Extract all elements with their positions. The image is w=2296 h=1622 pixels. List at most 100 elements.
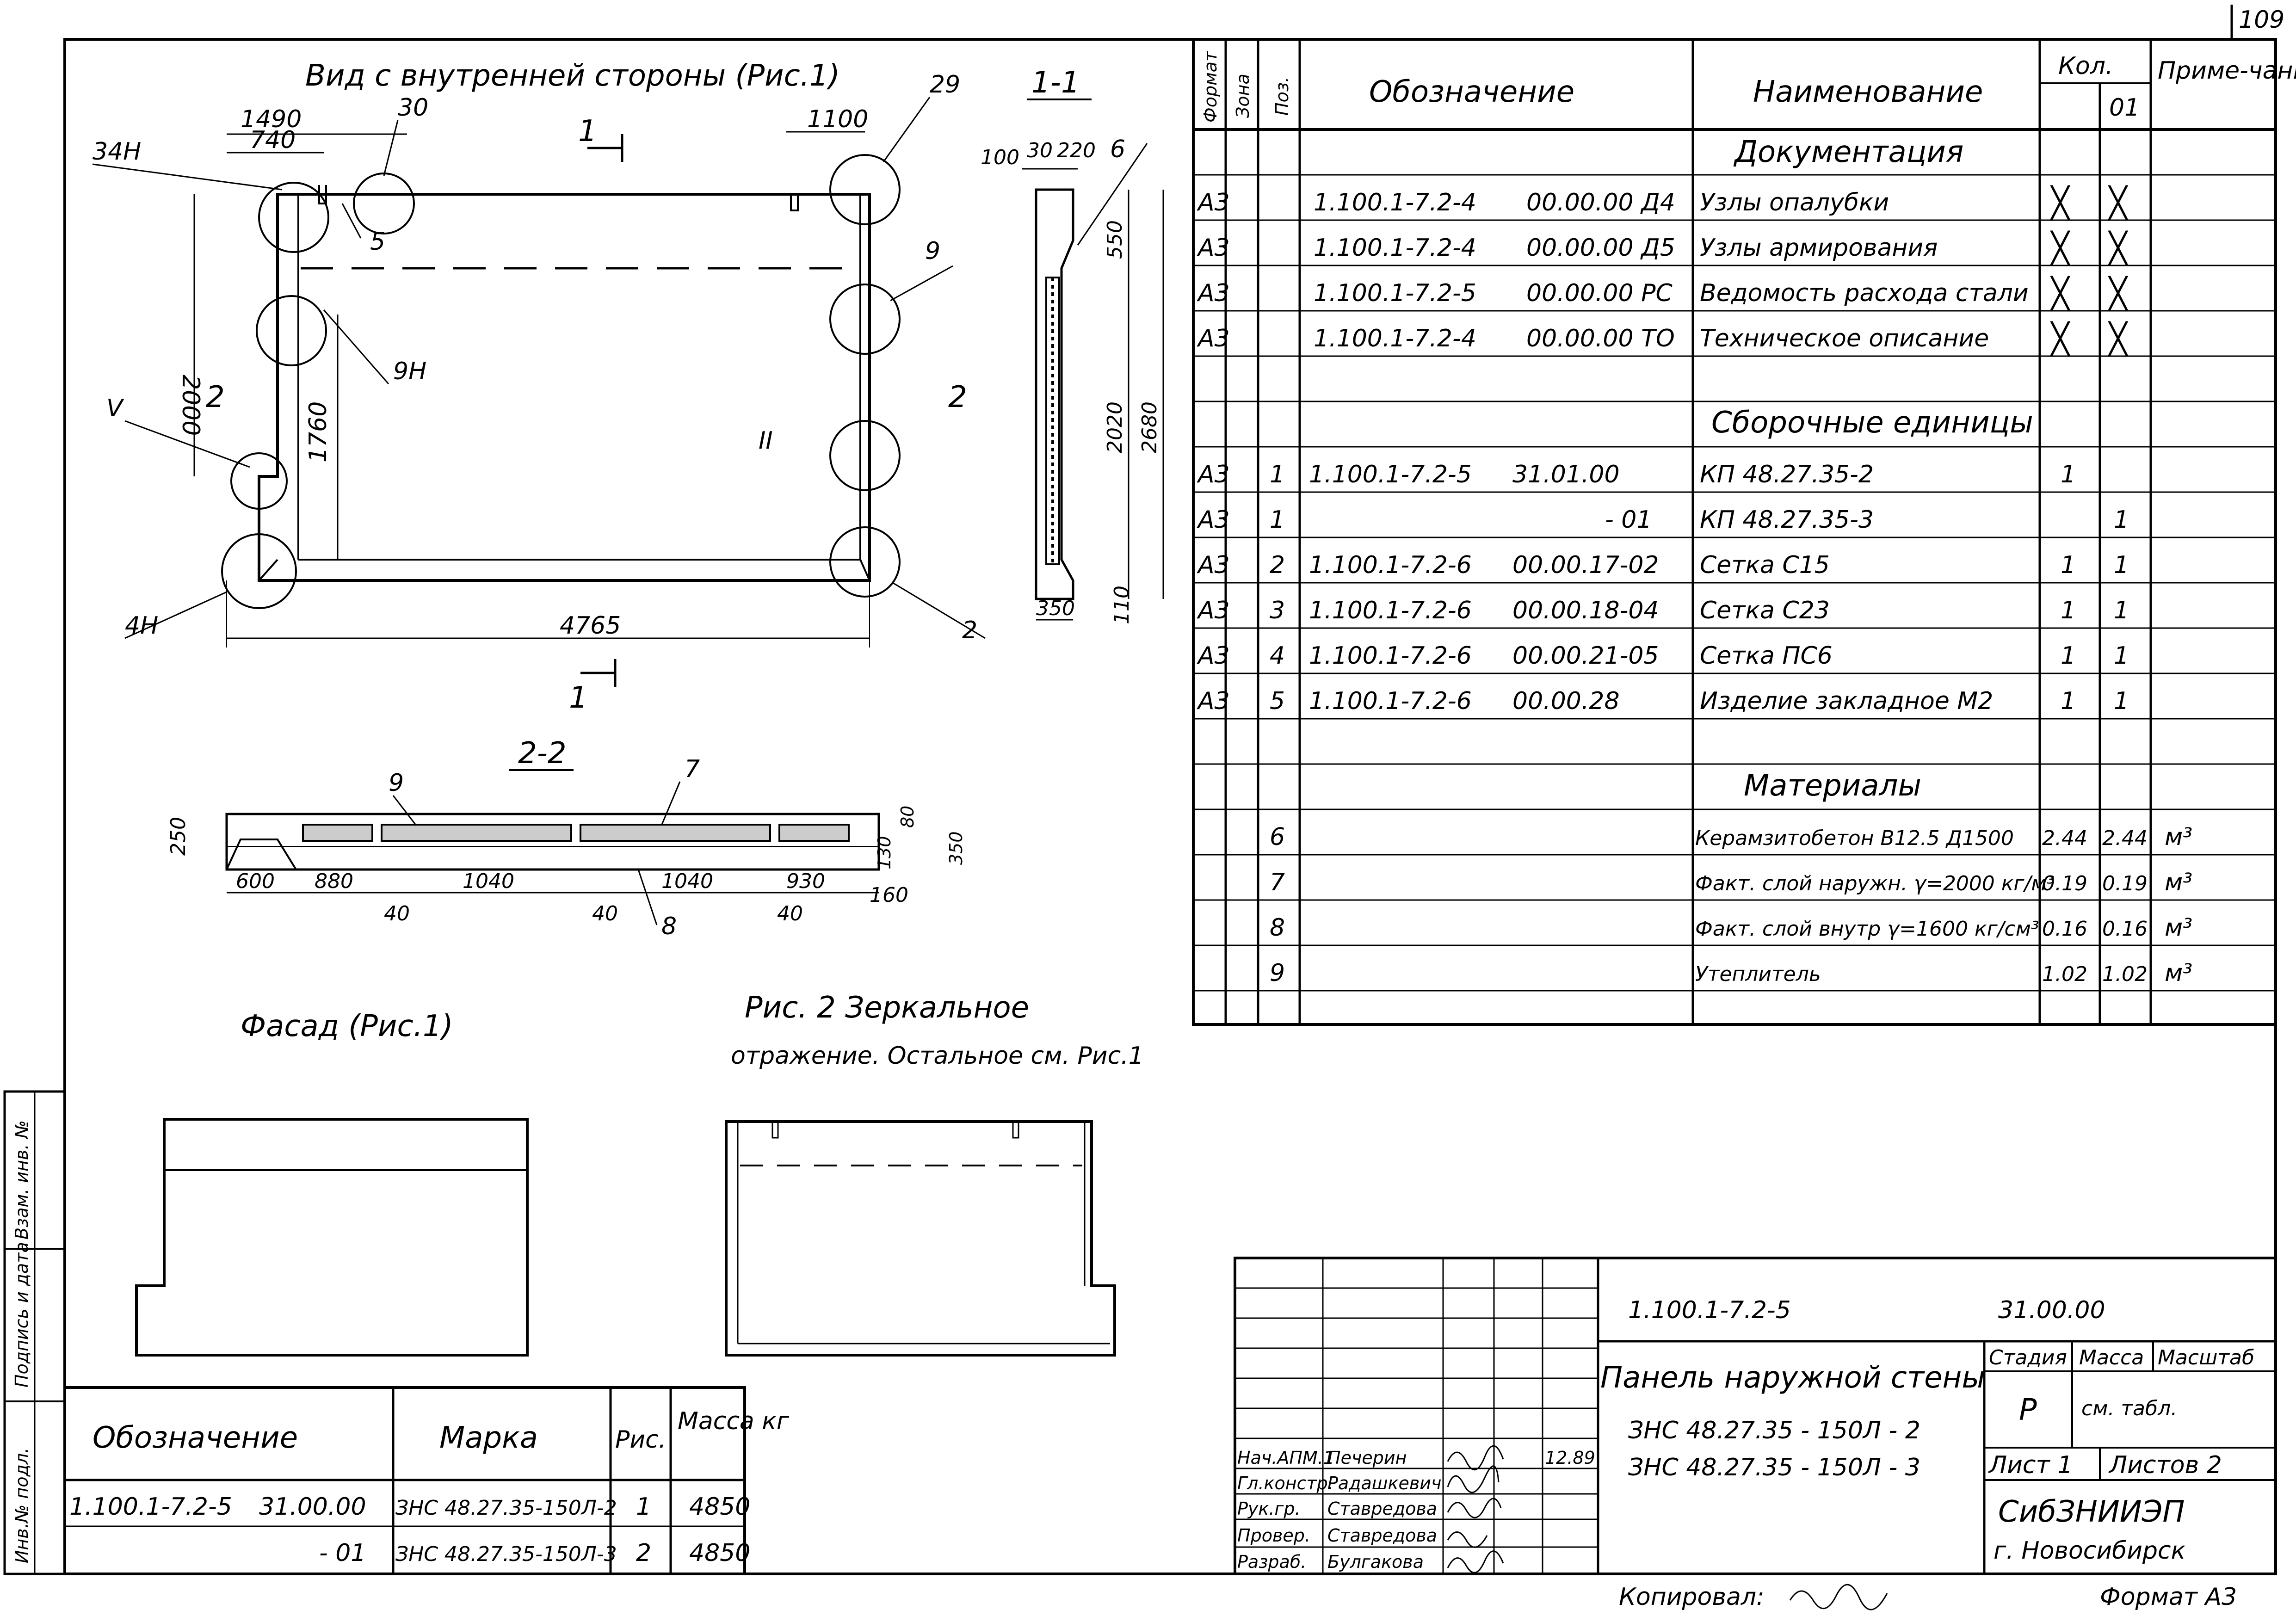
- stamp-inv-label: Инв.№ подл.: [12, 1448, 32, 1563]
- callout-7: 7: [685, 755, 700, 783]
- tb-mass-label: Масса: [2079, 1346, 2144, 1369]
- asm-name: Сетка С23: [1700, 597, 1830, 624]
- callout-2: 2: [962, 617, 977, 644]
- dim-350-b: 350: [946, 831, 966, 865]
- dim-930: 930: [786, 870, 825, 893]
- marks-code: 1.100.1-7.2-5: [69, 1493, 232, 1521]
- asm-q2: 1: [2114, 642, 2129, 670]
- table-row: - 01 ЗНС 48.27.35-150Л-3 2 4850: [319, 1539, 750, 1567]
- tb-city: г. Новосибирск: [1994, 1537, 2186, 1565]
- doc-name: Техническое описание: [1700, 325, 1989, 352]
- spec-header-zone: Зона: [1233, 74, 1253, 118]
- asm-fmt: А3: [1197, 506, 1230, 534]
- mat-unit: м³: [2165, 959, 2192, 987]
- detail-circle-4n: [221, 533, 297, 609]
- mat-pos: 8: [1270, 914, 1285, 942]
- asm-pos: 1: [1270, 506, 1285, 534]
- dim-600: 600: [236, 870, 275, 893]
- marks-num: - 01: [319, 1539, 366, 1567]
- mat-q1: 2.44: [2042, 826, 2087, 850]
- footer-copied: Копировал:: [1619, 1583, 1765, 1611]
- inner-view: Вид с внутренней стороны (Рис.1): [92, 59, 986, 715]
- dim-2000: 2000: [177, 375, 204, 436]
- tb-stage-label: Стадия: [1989, 1346, 2067, 1369]
- tb-mark1: ЗНС 48.27.35 - 150Л - 2: [1628, 1417, 1920, 1444]
- mat-pos: 9: [1270, 959, 1285, 987]
- table-row: Разраб. Булгакова: [1237, 1552, 1424, 1572]
- fig2-title: Рис. 2 Зеркальное: [745, 991, 1029, 1025]
- asm-fmt: А3: [1197, 461, 1230, 488]
- table-row: А3 1.100.1-7.2-4 00.00.00 ТО Техническое…: [1197, 321, 2129, 356]
- section-mark-2-left: 2: [206, 380, 225, 414]
- marks-header-designation: Обозначение: [93, 1421, 298, 1455]
- callout-ii: II: [759, 427, 773, 455]
- asm-name: КП 48.27.35-3: [1700, 506, 1874, 534]
- asm-pos: 5: [1270, 687, 1285, 715]
- spec-section-assembly: Сборочные единицы: [1711, 406, 2033, 440]
- doc-qty-cross: ╳: [2108, 185, 2129, 220]
- table-row: А3 3 1.100.1-7.2-6 00.00.18-04 Сетка С23…: [1197, 597, 2129, 624]
- mat-pos: 6: [1270, 823, 1285, 851]
- tb-role: Разраб.: [1237, 1552, 1306, 1572]
- marks-header-mark: Марка: [439, 1421, 538, 1455]
- asm-num: 00.00.28: [1512, 687, 1620, 715]
- asm-q2: 1: [2114, 551, 2129, 579]
- mat-unit: м³: [2165, 869, 2192, 896]
- mat-pos: 7: [1270, 869, 1285, 896]
- table-row: А3 4 1.100.1-7.2-6 00.00.21-05 Сетка ПС6…: [1197, 642, 2129, 670]
- dim-740: 740: [250, 126, 296, 154]
- doc-code: 1.100.1-7.2-4: [1314, 325, 1476, 352]
- title-grid: [1235, 1258, 1598, 1574]
- detail-circle-ii: [829, 420, 901, 491]
- tb-date: 12.89: [1545, 1448, 1595, 1468]
- table-row: А3 1 - 01 КП 48.27.35-3 1: [1197, 506, 2129, 534]
- tb-stage: Р: [2019, 1393, 2037, 1427]
- mat-name: Керамзитобетон В12.5 Д1500: [1695, 826, 2014, 850]
- asm-q2: 1: [2114, 506, 2129, 534]
- callout-8: 8: [661, 913, 677, 940]
- table-row: 7 Факт. слой наружн. γ=2000 кг/м³ 0.19 0…: [1270, 869, 2192, 896]
- doc-qty-cross: ╳: [2108, 321, 2129, 356]
- asm-fmt: А3: [1197, 642, 1230, 670]
- table-row: 1.100.1-7.2-5 31.00.00 ЗНС 48.27.35-150Л…: [69, 1493, 750, 1521]
- callout-29: 29: [930, 71, 960, 99]
- callout-9n: 9Н: [393, 358, 426, 385]
- doc-num: 00.00.00 Д5: [1526, 234, 1675, 262]
- dim-1040-a: 1040: [463, 870, 514, 893]
- table-row: 8 Факт. слой внутр γ=1600 кг/см³ 0.16 0.…: [1270, 914, 2192, 942]
- asm-q1: 1: [2061, 642, 2076, 670]
- asm-num: 00.00.17-02: [1512, 551, 1659, 579]
- fig2-view: Рис. 2 Зеркальное отражение. Остальное с…: [725, 991, 1144, 1357]
- table-row: 9 Утеплитель 1.02 1.02 м³: [1270, 959, 2192, 987]
- mat-q2: 1.02: [2102, 962, 2148, 986]
- detail-circle-29: [829, 154, 901, 225]
- doc-name: Узлы опалубки: [1700, 189, 1889, 216]
- spec-header-qty-sub: 01: [2109, 94, 2140, 122]
- asm-q1: 1: [2061, 687, 2076, 715]
- doc-code: 1.100.1-7.2-4: [1314, 189, 1476, 216]
- tb-role: Рук.гр.: [1237, 1499, 1301, 1519]
- doc-fmt: А3: [1197, 325, 1230, 352]
- sheet-number: 109: [2239, 6, 2284, 34]
- tb-title: Панель наружной стены: [1600, 1361, 1985, 1395]
- mat-q1: 0.19: [2042, 872, 2087, 895]
- callout-5: 5: [370, 228, 385, 256]
- doc-fmt: А3: [1197, 279, 1230, 307]
- dim-100: 100: [981, 146, 1019, 169]
- asm-pos: 3: [1270, 597, 1285, 624]
- dim-880: 880: [315, 870, 353, 893]
- marks-table: Обозначение Марка Рис. Масса кг 1.100.1-…: [63, 1386, 790, 1575]
- detail-circle-2: [829, 526, 901, 598]
- spec-row-lines: [1193, 174, 2276, 992]
- mat-q2: 0.19: [2102, 872, 2148, 895]
- detail-circle-30: [353, 173, 415, 234]
- spec-header-name: Наименование: [1753, 75, 1983, 109]
- table-row: Нач.АПМ.1 Печерин 12.89: [1237, 1448, 1595, 1468]
- asm-code: 1.100.1-7.2-6: [1309, 687, 1472, 715]
- marks-num: 31.00.00: [259, 1493, 366, 1521]
- table-row: А3 1.100.1-7.2-5 00.00.00 РС Ведомость р…: [1197, 276, 2129, 311]
- marks-mark: ЗНС 48.27.35-150Л-2: [395, 1496, 617, 1520]
- asm-name: Изделие закладное М2: [1700, 687, 1993, 715]
- marks-fig: 2: [636, 1539, 651, 1567]
- doc-qty-cross: ╳: [2050, 321, 2071, 356]
